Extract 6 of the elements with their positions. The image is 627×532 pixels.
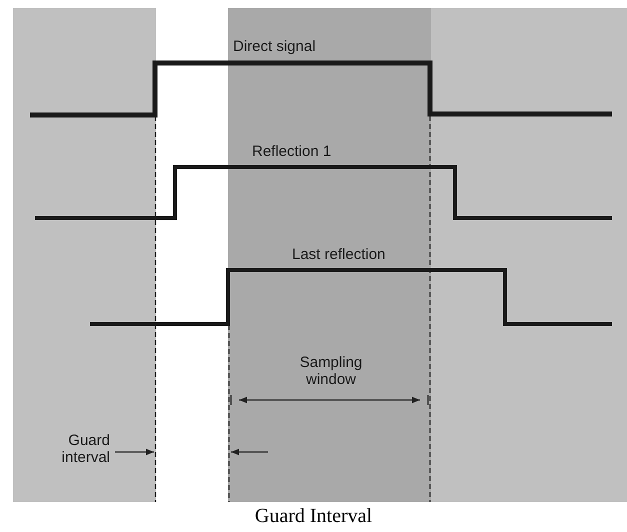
region-label: Guard interval (60, 432, 110, 466)
signal-label: Direct signal (233, 38, 316, 55)
caption: Guard Interval (254, 505, 374, 528)
signal-label: Reflection 1 (252, 143, 332, 160)
signal-label: Last reflection (292, 246, 386, 263)
region-label: Sampling window (298, 354, 364, 388)
